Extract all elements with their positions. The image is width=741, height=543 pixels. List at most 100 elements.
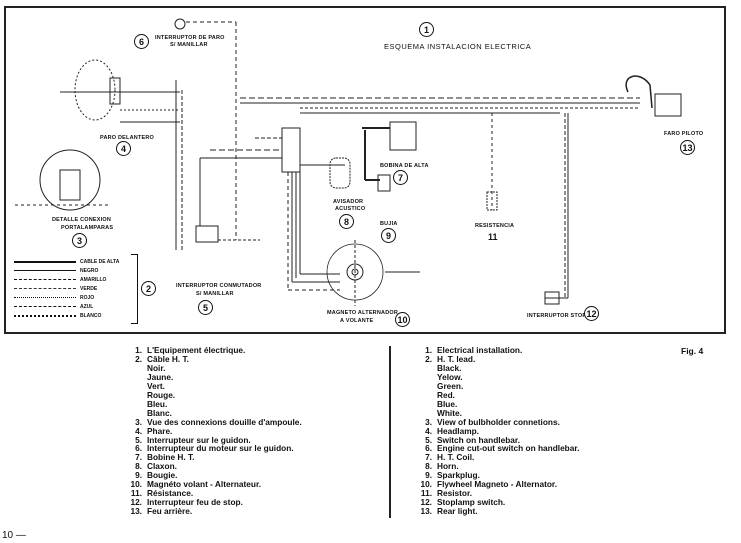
page-number: 10 — — [2, 530, 26, 541]
legend-item: Blanc. — [120, 407, 302, 418]
legend-item-number: 5. — [425, 434, 432, 445]
legend-item-number — [120, 400, 142, 409]
wire-legend-row: BLANCO — [14, 311, 101, 320]
legend-item-number — [410, 364, 432, 373]
wire-legend-number: 2 — [141, 281, 156, 296]
component-3-number: 3 — [72, 233, 87, 248]
legend-item-number: 10. — [420, 479, 432, 490]
legend-item: 11. Résistance. — [120, 489, 302, 498]
legend-brace — [131, 254, 138, 324]
legend-item-number: 7. — [135, 452, 142, 463]
component-3-label2: PORTALAMPARAS — [61, 225, 114, 231]
legend-item-text: Blue. — [437, 398, 458, 409]
legend-item-number — [410, 391, 432, 400]
component-13-number: 13 — [680, 140, 695, 155]
legend-item-text: Résistance. — [147, 488, 194, 499]
legend-english: 1.Electrical installation. 2.H. T. lead.… — [410, 346, 579, 516]
component-10-label: MAGNETO ALTERNADOR — [327, 310, 399, 316]
legend-item: 3.View of bulbholder connetions. — [410, 416, 579, 427]
wire-sample-dot-dash — [14, 306, 76, 307]
legend-item-number: 10. — [130, 479, 142, 490]
legend-item-number: 13. — [420, 506, 432, 517]
legend-item: 1.L'Equipement électrique. — [120, 346, 302, 355]
component-9-label: BUJIA — [380, 221, 398, 227]
legend-item: 6.Interrupteur du moteur sur le guidon. — [120, 444, 302, 453]
diagram-frame — [4, 6, 726, 334]
legend-item-number: 11. — [420, 488, 432, 499]
wire-sample-dash — [14, 288, 76, 289]
legend-item-number: 3. — [425, 416, 432, 427]
legend-item-number: 12. — [130, 497, 142, 508]
legend-item: 4.Phare. — [120, 425, 302, 436]
legend-item-text: Bobine H. T. — [147, 452, 195, 463]
legend-item-number: 2. — [425, 353, 432, 364]
component-7-label: BOBINA DE ALTA — [380, 163, 429, 169]
legend-item-text: Electrical installation. — [437, 345, 523, 355]
legend-item: Jaune. — [120, 372, 302, 382]
legend-item-text: Yelow. — [437, 371, 463, 382]
legend-item-text: Engine cut-out switch on handlebar. — [437, 443, 580, 454]
wire-sample-thick — [14, 260, 76, 263]
legend-item-number: 2. — [135, 353, 142, 364]
legend-item-text: Rear light. — [437, 506, 478, 517]
legend-item: 10. Magnéto volant - Alternateur. — [120, 480, 302, 489]
legend-item-text: Câble H. T. — [147, 353, 189, 364]
legend-item-text: L'Equipement électrique. — [147, 345, 246, 355]
component-11-number: 11 — [488, 232, 498, 242]
component-4-number: 4 — [116, 141, 131, 156]
legend-item: 7. Bobine H. T. — [120, 453, 302, 462]
legend-item-number: 8. — [135, 461, 142, 472]
legend-item: 8. Claxon. — [120, 462, 302, 471]
legend-item-text: Magnéto volant - Alternateur. — [147, 479, 262, 490]
legend-item-number: 3. — [135, 416, 142, 427]
legend-item-text: Interrupteur sur le guidon. — [147, 434, 251, 445]
legend-item-text: Resistor. — [437, 488, 473, 499]
legend-item-text: Bleu. — [147, 398, 168, 409]
legend-item-text: Horn. — [437, 461, 459, 472]
component-5-label: INTERRUPTOR CONMUTADOR — [176, 283, 262, 289]
component-6-label2: S/ MANILLAR — [170, 42, 208, 48]
legend-item-number — [120, 382, 142, 391]
legend-item: 10.Flywheel Magneto - Alternator. — [410, 480, 579, 489]
component-5-number: 5 — [198, 300, 213, 315]
component-12-label: INTERRUPTOR STOP — [527, 313, 587, 319]
legend-item-text: Feu arrière. — [147, 506, 193, 517]
legend-item-number — [410, 373, 432, 382]
legend-item-number: 6. — [425, 443, 432, 454]
legend-item: Rouge. — [120, 390, 302, 400]
legend-item-text: Blanc. — [147, 407, 172, 418]
legend-item: 12.Interrupteur feu de stop. — [120, 498, 302, 507]
legend-item: Blue. — [410, 398, 579, 409]
legend-item-number: 8. — [425, 461, 432, 472]
component-6-label: INTERRUPTOR DE PARO — [155, 35, 225, 41]
component-11-label: RESISTENCIA — [475, 223, 515, 229]
wire-legend-row: AZUL — [14, 302, 93, 311]
legend-item-text: Claxon. — [147, 461, 177, 472]
wire-legend-row: AMARILLO — [14, 275, 106, 284]
legend-item: 6. Engine cut-out switch on handlebar. — [410, 444, 579, 453]
legend-item-number: 4. — [425, 425, 432, 436]
legend-item-text: Interrupteur du moteur sur le guidon. — [147, 443, 294, 454]
wire-sample-solid — [14, 270, 76, 271]
legend-item-number — [120, 373, 142, 382]
diagram-title: ESQUEMA INSTALACION ELECTRICA — [384, 42, 532, 51]
legend-item-text: Switch on handlebar. — [437, 434, 520, 445]
legend-item: 5. Switch on handlebar. — [410, 434, 579, 445]
component-8-number: 8 — [339, 214, 354, 229]
legend-item-number — [120, 364, 142, 373]
legend-item-number: 11. — [130, 488, 142, 499]
legend-item-text: H. T. Coil. — [437, 452, 475, 463]
legend-item-text: Headlamp. — [437, 425, 479, 436]
legend-item-text: Red. — [437, 389, 455, 400]
legend-item-number: 9. — [135, 470, 142, 481]
legend-item: 7. H. T. Coil. — [410, 453, 579, 462]
legend-item-number: 7. — [425, 452, 432, 463]
wire-legend-row: ROJO — [14, 293, 94, 302]
legend-item: White. — [410, 408, 579, 418]
legend-item-text: Green. — [437, 380, 464, 391]
wire-legend-row: NEGRO — [14, 266, 98, 275]
wire-sample-short-dash — [14, 297, 76, 298]
legend-item-text: Phare. — [147, 425, 173, 436]
wire-legend-label: VERDE — [80, 285, 98, 292]
wire-legend-row: VERDE — [14, 284, 97, 293]
